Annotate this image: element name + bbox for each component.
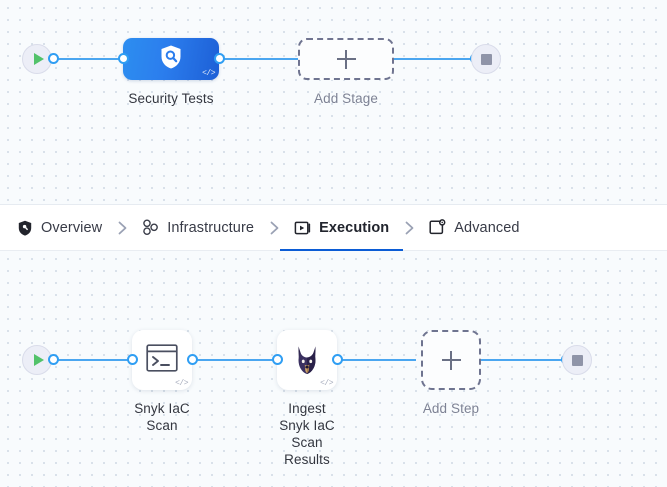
add-stage-label: Add Stage: [314, 91, 378, 106]
step-node-box[interactable]: </>: [277, 330, 337, 390]
stage-output-port[interactable]: [214, 53, 225, 64]
tab-advanced-label: Advanced: [454, 219, 520, 236]
step1-input-port[interactable]: [127, 354, 138, 365]
step-canvas[interactable]: </> Snyk IaC Scan </> In: [0, 251, 667, 487]
nodes-icon: [142, 219, 159, 236]
step-node-ingest-snyk-results[interactable]: </> Ingest Snyk IaC Scan Results: [277, 330, 337, 468]
add-stage-button[interactable]: [298, 38, 394, 80]
edge-step2-to-addstep: [335, 359, 416, 361]
stage-canvas[interactable]: </> Security Tests Add Stage: [0, 0, 667, 204]
step-node-label: Snyk IaC Scan: [134, 401, 190, 433]
step2-input-port[interactable]: [272, 354, 283, 365]
edge-addstage-to-end: [389, 58, 474, 60]
play-icon: [33, 354, 44, 366]
shield-search-icon: [159, 44, 183, 75]
terminal-icon: [146, 343, 178, 377]
play-box-icon: [294, 219, 311, 236]
tab-advanced[interactable]: Advanced: [427, 205, 521, 251]
plus-icon: [336, 49, 356, 69]
edge-start-to-stage: [52, 58, 134, 60]
stage-node-label: Security Tests: [128, 91, 214, 106]
edge-stage-to-addstage: [219, 58, 303, 60]
stop-icon: [480, 53, 492, 65]
tab-infrastructure[interactable]: Infrastructure: [140, 205, 256, 251]
step-node-label: Ingest Snyk IaC Scan Results: [279, 401, 335, 467]
edge-addstep-to-end: [481, 359, 565, 361]
step-end-node[interactable]: [562, 345, 592, 375]
snyk-dog-icon: [290, 343, 324, 377]
tab-overview-label: Overview: [41, 219, 103, 236]
step-start-node[interactable]: [22, 345, 52, 375]
edge-start-to-step1: [52, 359, 134, 361]
step-start-output-port[interactable]: [48, 354, 59, 365]
add-step-button[interactable]: [421, 330, 481, 390]
stop-icon: [571, 354, 583, 366]
stage-node-box[interactable]: </>: [123, 38, 219, 80]
pipeline-tabbar[interactable]: Overview Infrastructure Exec: [0, 204, 667, 252]
edge-step1-to-step2: [190, 359, 280, 361]
tab-execution-label: Execution: [319, 219, 390, 236]
step2-output-port[interactable]: [332, 354, 343, 365]
chevron-right-icon: [391, 220, 427, 236]
code-badge: </>: [320, 379, 333, 388]
step-node-snyk-iac-scan[interactable]: </> Snyk IaC Scan: [132, 330, 192, 434]
step-node-box[interactable]: </>: [132, 330, 192, 390]
pipeline-start-node[interactable]: [22, 44, 52, 74]
play-icon: [33, 53, 44, 65]
start-output-port[interactable]: [48, 53, 59, 64]
code-badge: </>: [202, 69, 215, 78]
shield-icon: [16, 219, 33, 236]
stage-input-port[interactable]: [118, 53, 129, 64]
tab-overview[interactable]: Overview: [14, 205, 104, 251]
tab-infrastructure-label: Infrastructure: [167, 219, 255, 236]
plus-icon: [441, 350, 461, 370]
add-step-label: Add Step: [422, 401, 480, 416]
add-step-node[interactable]: Add Step: [421, 330, 481, 417]
stage-node-security-tests[interactable]: </> Security Tests: [123, 38, 219, 107]
chevron-right-icon: [104, 220, 140, 236]
pipeline-end-node[interactable]: [471, 44, 501, 74]
add-stage-node[interactable]: Add Stage: [298, 38, 394, 107]
settings-box-icon: [429, 219, 446, 236]
step1-output-port[interactable]: [187, 354, 198, 365]
code-badge: </>: [175, 379, 188, 388]
tab-execution[interactable]: Execution: [280, 205, 404, 252]
chevron-right-icon: [256, 220, 292, 236]
